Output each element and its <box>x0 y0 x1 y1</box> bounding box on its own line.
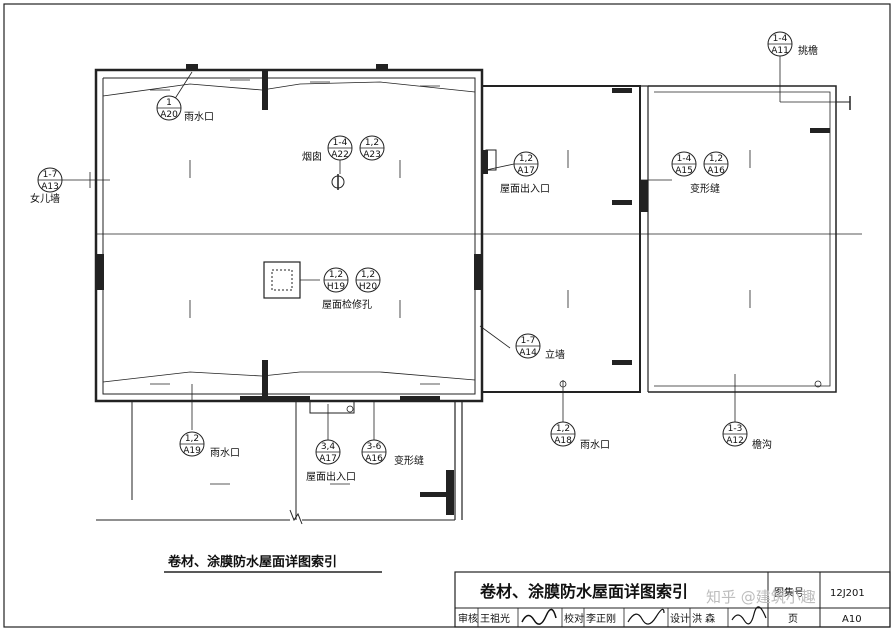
signature-check <box>627 608 665 625</box>
index-symbol-detail: 1,2 <box>329 270 343 280</box>
drawing-caption: 卷材、涂膜防水屋面详图索引 <box>168 554 337 570</box>
index-symbol-detail: 3-6 <box>367 442 382 452</box>
index-symbol-detail: 1,2 <box>361 270 375 280</box>
roof-exit-box-1 <box>485 149 497 171</box>
index-symbol-detail: 1-4 <box>333 138 348 148</box>
index-symbol-page: A17 <box>517 166 535 176</box>
role-design: 设计 <box>670 612 690 625</box>
label-rain-outlet-2: 雨水口 <box>210 447 240 459</box>
roof-plan <box>50 56 862 525</box>
label-upstand-wall: 立墙 <box>545 348 565 361</box>
index-symbol-page: A22 <box>331 150 349 160</box>
index-symbol-detail: 1,2 <box>709 154 723 164</box>
slope-arrows <box>150 79 790 485</box>
page-label: 页 <box>788 613 798 625</box>
atlas-number: 12J201 <box>830 588 865 599</box>
index-symbol-page: A11 <box>771 46 789 56</box>
index-symbol-page: A12 <box>726 436 744 446</box>
main-roof-outline <box>94 68 484 403</box>
index-symbol-detail: 1,2 <box>519 154 533 164</box>
role-review: 审核 <box>458 612 478 625</box>
roof-hatch-outer <box>263 261 301 299</box>
index-symbol-page: H19 <box>327 282 345 292</box>
right-roof-outline <box>648 85 837 393</box>
index-symbol-detail: 1-4 <box>677 154 692 164</box>
atlas-number-label: 图集号 <box>774 586 804 599</box>
index-symbol-detail: 1-4 <box>773 34 788 44</box>
index-symbols: 1A201-4A221,2A231-7A131,2A171-4A151,2A16… <box>37 31 793 465</box>
signature-design <box>731 606 767 625</box>
index-symbol-page: A18 <box>554 436 572 446</box>
label-eaves-gutter: 檐沟 <box>752 438 772 451</box>
label-roof-exit-1: 屋面出入口 <box>500 182 550 195</box>
label-overhang: 挑檐 <box>798 44 818 57</box>
role-check: 校对 <box>564 612 584 625</box>
index-symbol-detail: 1 <box>166 98 172 108</box>
index-symbol-detail: 1-3 <box>728 424 743 434</box>
index-symbol-page: H20 <box>359 282 377 292</box>
label-roof-hatch: 屋面检修孔 <box>322 298 372 311</box>
index-symbol-detail: 1-7 <box>521 336 536 346</box>
name-review: 王祖光 <box>480 612 510 625</box>
top-gutter-line <box>102 81 476 97</box>
roof-hatch-inner <box>271 269 293 291</box>
right-inner-line <box>654 91 831 387</box>
label-expansion-joint-2: 变形缝 <box>394 454 424 467</box>
index-symbol-page: A13 <box>41 182 59 192</box>
index-symbol-page: A14 <box>519 348 537 358</box>
label-expansion-joint-1: 变形缝 <box>690 182 720 195</box>
index-symbol-detail: 3,4 <box>321 442 336 452</box>
index-symbol-page: A16 <box>365 454 383 464</box>
label-rain-outlet-3: 雨水口 <box>580 439 610 451</box>
middle-roof-outline <box>482 85 641 393</box>
plan-labels: 雨水口 烟囱 女儿墙 屋面出入口 变形缝 挑檐 屋面检修孔 立墙 雨水口 屋面出… <box>30 44 818 483</box>
index-symbol-page: A20 <box>160 110 178 120</box>
bottom-gutter-line <box>102 371 476 383</box>
index-symbol-detail: 1,2 <box>365 138 379 148</box>
parapet-inner-line <box>102 77 476 395</box>
title-block-title: 卷材、涂膜防水屋面详图索引 <box>479 582 688 601</box>
page-number: A10 <box>842 614 862 625</box>
label-parapet: 女儿墙 <box>30 192 60 205</box>
name-check: 李正刚 <box>586 612 616 625</box>
index-symbol-page: A16 <box>707 166 725 176</box>
label-roof-exit-2: 屋面出入口 <box>306 470 356 483</box>
label-chimney: 烟囱 <box>302 150 322 163</box>
index-symbol-page: A23 <box>363 150 381 160</box>
index-symbol-page: A15 <box>675 166 693 176</box>
index-symbol-page: A19 <box>183 446 201 456</box>
index-symbol-detail: 1,2 <box>556 424 570 434</box>
signature-review <box>521 608 557 625</box>
sheet-border <box>3 3 891 628</box>
break-mark <box>289 509 303 525</box>
outlet-circle-3 <box>346 405 354 413</box>
index-symbol-page: A17 <box>319 454 337 464</box>
name-design: 洪 森 <box>692 612 715 625</box>
watermark: 知乎 @建筑小趣 <box>706 588 816 606</box>
wall-stubs <box>96 64 830 515</box>
index-symbol-detail: 1,2 <box>185 434 199 444</box>
outlet-circle-2 <box>814 380 822 388</box>
index-symbol-detail: 1-7 <box>43 170 58 180</box>
title-block <box>454 571 891 628</box>
label-rain-outlet-1: 雨水口 <box>184 111 214 123</box>
roof-exit-box-2 <box>309 400 355 414</box>
